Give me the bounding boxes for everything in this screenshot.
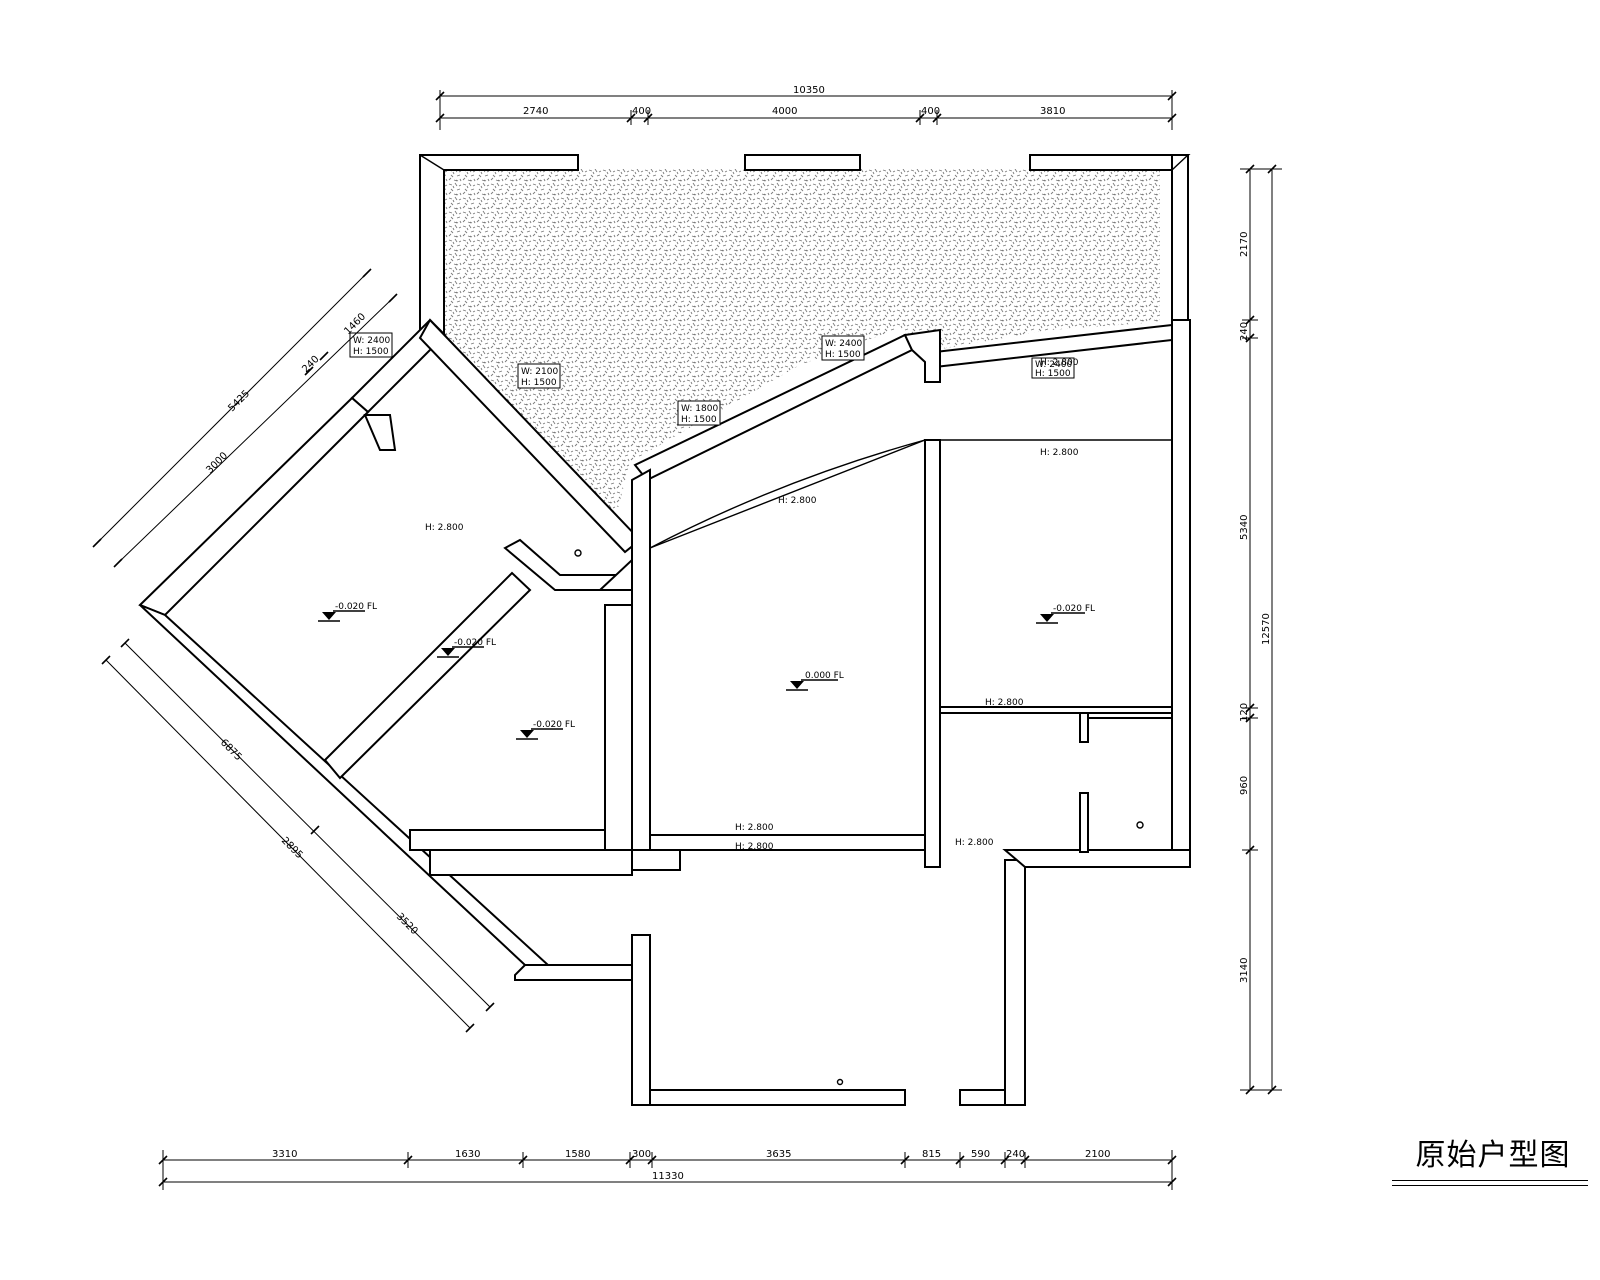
dimension-top: 10350 2740 400 4000 400 3810	[435, 85, 1177, 130]
svg-text:3635: 3635	[766, 1149, 791, 1160]
svg-text:5340: 5340	[1239, 515, 1250, 540]
window-tag: W: 2400 H: 1500	[1031, 357, 1075, 379]
window-tag: W: 2100 H: 1500	[517, 363, 561, 389]
terrace-hatch	[445, 169, 1160, 520]
drain-icon	[836, 1078, 844, 1086]
svg-text:815: 815	[922, 1149, 941, 1160]
svg-text:2170: 2170	[1239, 232, 1250, 257]
drain-icon	[574, 549, 582, 557]
svg-text:960: 960	[1239, 776, 1250, 795]
ceiling-note: H: 2.800	[955, 838, 994, 848]
level-marker: -0.020 FL	[437, 638, 496, 658]
drain-icon	[1136, 821, 1144, 829]
interior-walls	[323, 414, 1173, 876]
svg-text:240: 240	[1239, 322, 1250, 341]
title-underline	[1392, 1185, 1588, 1186]
title-underline	[1392, 1180, 1588, 1181]
level-marker: -0.020 FL	[318, 602, 377, 622]
svg-text:240: 240	[300, 354, 321, 375]
svg-text:12570: 12570	[1261, 613, 1272, 645]
svg-text:400: 400	[632, 106, 651, 117]
svg-text:H: 1500: H: 1500	[681, 415, 717, 425]
level-marker: -0.020 FL	[1036, 604, 1095, 624]
drawing-title: 原始户型图	[1415, 1138, 1571, 1173]
terrace-walls	[419, 154, 1191, 339]
window-tag: W: 2400 H: 1500	[821, 335, 865, 361]
dimension-bottom: 3310 1630 1580 300 3635 815 590 240 2100…	[158, 1149, 1177, 1190]
ceiling-note: H: 2.800	[778, 496, 817, 506]
svg-text:-0.020 FL: -0.020 FL	[454, 638, 496, 648]
svg-text:2100: 2100	[1085, 1149, 1110, 1160]
svg-text:H: 1500: H: 1500	[521, 378, 557, 388]
svg-text:2740: 2740	[523, 106, 548, 117]
ceiling-note: H: 2.800	[985, 698, 1024, 708]
svg-text:W: 1800: W: 1800	[681, 404, 718, 414]
ceiling-note: H: 2.800	[735, 823, 774, 833]
svg-text:590: 590	[971, 1149, 990, 1160]
svg-text:W: 2400: W: 2400	[353, 336, 390, 346]
svg-text:3310: 3310	[272, 1149, 297, 1160]
ceiling-note: H: 2.800	[1040, 358, 1079, 368]
svg-text:300: 300	[632, 1149, 651, 1160]
svg-text:H: 1500: H: 1500	[1035, 369, 1071, 379]
level-marker: -0.020 FL	[516, 720, 575, 740]
svg-text:H: 1500: H: 1500	[353, 347, 389, 357]
svg-text:240: 240	[1006, 1149, 1025, 1160]
ceiling-note: H: 2.800	[735, 842, 774, 852]
svg-text:3140: 3140	[1239, 958, 1250, 983]
dimension-right: 2170 240 5340 120 960 3140 12570	[1239, 164, 1282, 1095]
svg-text:0.000 FL: 0.000 FL	[805, 671, 844, 681]
svg-text:6875: 6875	[218, 737, 244, 763]
svg-text:400: 400	[921, 106, 940, 117]
window-tag: W: 1800 H: 1500	[677, 400, 721, 426]
svg-text:3810: 3810	[1040, 106, 1065, 117]
svg-text:H: 1500: H: 1500	[825, 350, 861, 360]
svg-text:W: 2100: W: 2100	[521, 367, 558, 377]
svg-text:-0.020 FL: -0.020 FL	[533, 720, 575, 730]
svg-text:W: 2400: W: 2400	[825, 339, 862, 349]
svg-text:10350: 10350	[793, 85, 825, 96]
ceiling-note: H: 2.800	[1040, 448, 1079, 458]
svg-text:-0.020 FL: -0.020 FL	[1053, 604, 1095, 614]
svg-text:-0.020 FL: -0.020 FL	[335, 602, 377, 612]
level-marker: 0.000 FL	[786, 671, 844, 691]
svg-text:4000: 4000	[772, 106, 797, 117]
svg-text:120: 120	[1239, 703, 1250, 722]
window-tag: W: 2400 H: 1500	[349, 332, 393, 358]
svg-text:1630: 1630	[455, 1149, 480, 1160]
svg-text:W: 2400: W: 2400	[1035, 360, 1072, 370]
svg-text:11330: 11330	[652, 1171, 684, 1182]
svg-text:1580: 1580	[565, 1149, 590, 1160]
ceiling-note: H: 2.800	[425, 523, 464, 533]
svg-text:3000: 3000	[204, 450, 230, 476]
